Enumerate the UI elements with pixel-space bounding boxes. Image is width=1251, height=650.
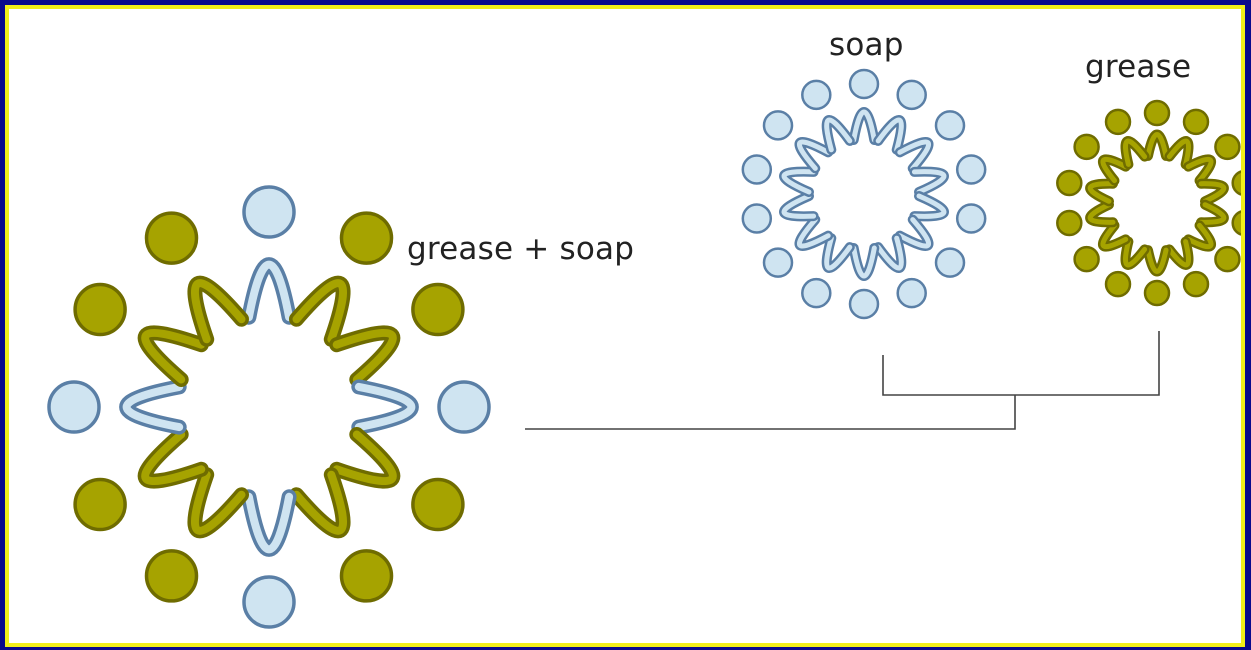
grease-molecule	[75, 435, 201, 530]
soap-molecule	[764, 220, 828, 277]
soap-molecule	[900, 111, 964, 168]
soap-molecule	[244, 497, 294, 627]
soap-molecule	[900, 220, 964, 277]
soap-micelle	[743, 70, 985, 318]
soap-molecule	[49, 382, 179, 432]
micelle-diagram	[9, 9, 1241, 643]
grease-molecule	[337, 285, 463, 380]
grease-molecule	[297, 213, 392, 339]
diagram-panel: grease + soap soap grease	[5, 5, 1245, 647]
grease-molecule	[147, 475, 242, 601]
grease-molecule	[1188, 135, 1239, 181]
soap-grease-bracket	[883, 331, 1159, 395]
soap-molecule	[850, 248, 878, 318]
grease-molecule	[1075, 135, 1126, 181]
grease-molecule	[75, 285, 201, 380]
grease-molecule	[1145, 101, 1169, 156]
soap-molecule	[244, 187, 294, 317]
soap-molecule	[764, 111, 828, 168]
label-grease: grease	[1085, 49, 1191, 85]
soap-molecule	[359, 382, 489, 432]
grease-molecule	[297, 475, 392, 601]
grease-micelle	[1057, 101, 1241, 305]
grease-molecule	[1145, 250, 1169, 305]
connector-lines	[525, 331, 1159, 429]
label-grease-soap: grease + soap	[407, 231, 634, 267]
grease-molecule	[1188, 225, 1239, 271]
bracket-stem	[525, 395, 1015, 429]
grease-molecule	[147, 213, 242, 339]
soap-molecule	[850, 70, 878, 140]
grease-molecule	[1075, 225, 1126, 271]
label-soap: soap	[829, 27, 904, 63]
grease-molecule	[337, 435, 463, 530]
